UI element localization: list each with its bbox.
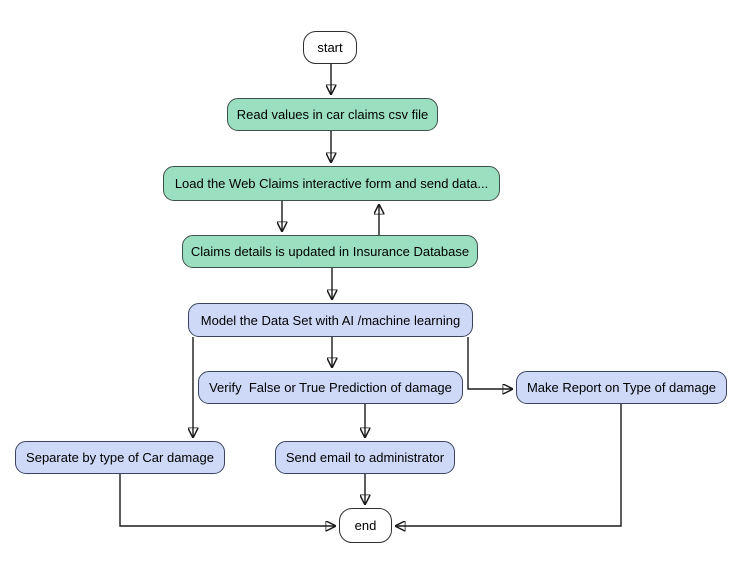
node-model-ai: Model the Data Set with AI /machine lear… xyxy=(188,303,473,337)
edge-make-report-to-end xyxy=(396,404,622,526)
node-separate-damage: Separate by type of Car damage xyxy=(15,441,225,474)
node-start: start xyxy=(303,31,357,64)
node-update-db: Claims details is updated in Insurance D… xyxy=(182,235,478,268)
node-send-email: Send email to administrator xyxy=(275,441,455,474)
node-load-web-form: Load the Web Claims interactive form and… xyxy=(163,166,500,201)
node-make-report: Make Report on Type of damage xyxy=(516,371,727,404)
edge-separate-to-end xyxy=(119,474,335,526)
edge-model-ai-to-make-report xyxy=(467,337,512,389)
node-end: end xyxy=(339,508,392,543)
node-read-csv: Read values in car claims csv file xyxy=(227,98,438,131)
node-verify-prediction: Verify False or True Prediction of damag… xyxy=(198,371,463,404)
